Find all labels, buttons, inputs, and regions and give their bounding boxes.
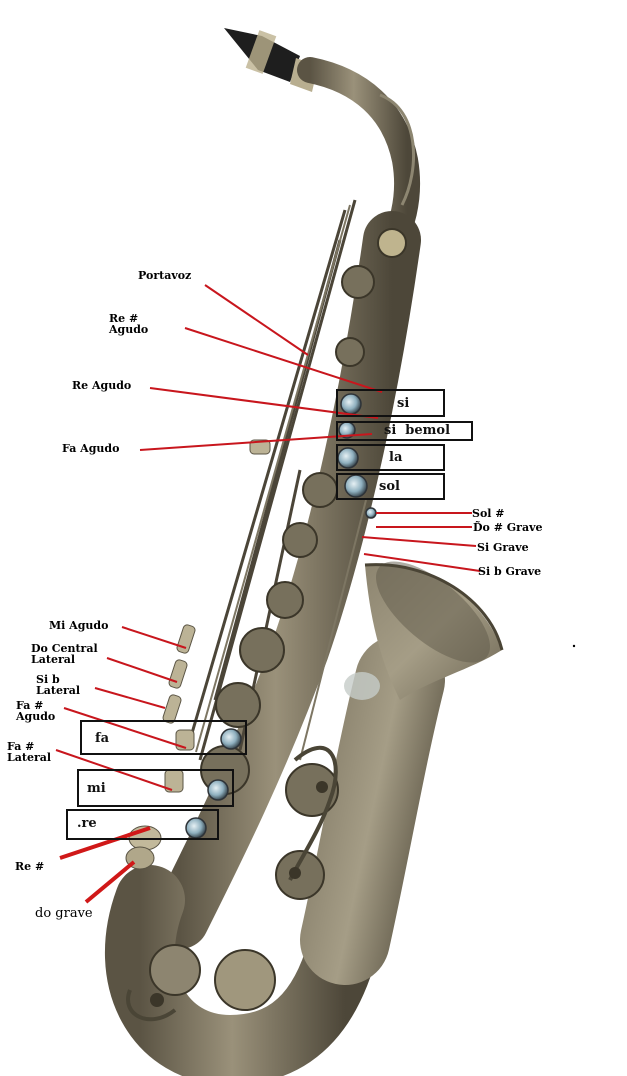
label-sol-sharp: Sol # bbox=[472, 507, 505, 520]
leader-lines bbox=[55, 284, 481, 791]
leader-arrows bbox=[59, 826, 151, 904]
bow bbox=[105, 865, 380, 1076]
box-label-fa: fa bbox=[95, 731, 110, 746]
box-label-re: .re bbox=[77, 816, 97, 831]
box-fa bbox=[80, 720, 247, 755]
box-label-si-bemol: si bemol bbox=[384, 423, 451, 438]
label-do-central-lateral: Do Central Lateral bbox=[31, 642, 98, 666]
label-si-b-lateral: Si b Lateral bbox=[36, 673, 81, 697]
label-portavoz: Portavoz bbox=[138, 269, 192, 282]
label-fa-agudo: Fa Agudo bbox=[62, 442, 120, 455]
label-si-b-grave: Si b Grave bbox=[478, 565, 542, 578]
label-re-agudo: Re Agudo bbox=[72, 379, 132, 392]
key-guards bbox=[126, 745, 338, 1022]
pearl-keys bbox=[185, 393, 377, 839]
screws bbox=[150, 781, 328, 1007]
body-tube bbox=[151, 211, 421, 949]
label-fa-sharp-agudo: Fa # Agudo bbox=[16, 699, 56, 723]
box-label-si: si bbox=[397, 396, 410, 411]
label-fa-sharp-lateral: Fa # Lateral bbox=[7, 740, 52, 764]
label-do-sharp-grave: D̃o # Grave bbox=[473, 521, 543, 534]
box-si bbox=[336, 389, 445, 417]
box-si-bemol bbox=[336, 421, 473, 441]
box-label-sol: sol bbox=[379, 479, 400, 494]
label-re-sharp: Re # bbox=[15, 860, 45, 873]
box-sol bbox=[336, 473, 445, 500]
label-re-sharp-agudo: Re # Agudo bbox=[109, 312, 149, 336]
label-do-grave: do grave bbox=[35, 906, 93, 921]
box-mi bbox=[77, 769, 234, 807]
label-mi-agudo: Mi Agudo bbox=[49, 619, 109, 632]
box-label-mi: mi bbox=[87, 781, 106, 796]
box-re bbox=[66, 809, 219, 840]
label-si-grave: Si Grave bbox=[477, 541, 529, 554]
bell-tube bbox=[300, 635, 445, 985]
box-la bbox=[336, 444, 445, 471]
box-label-la: la bbox=[389, 450, 403, 465]
